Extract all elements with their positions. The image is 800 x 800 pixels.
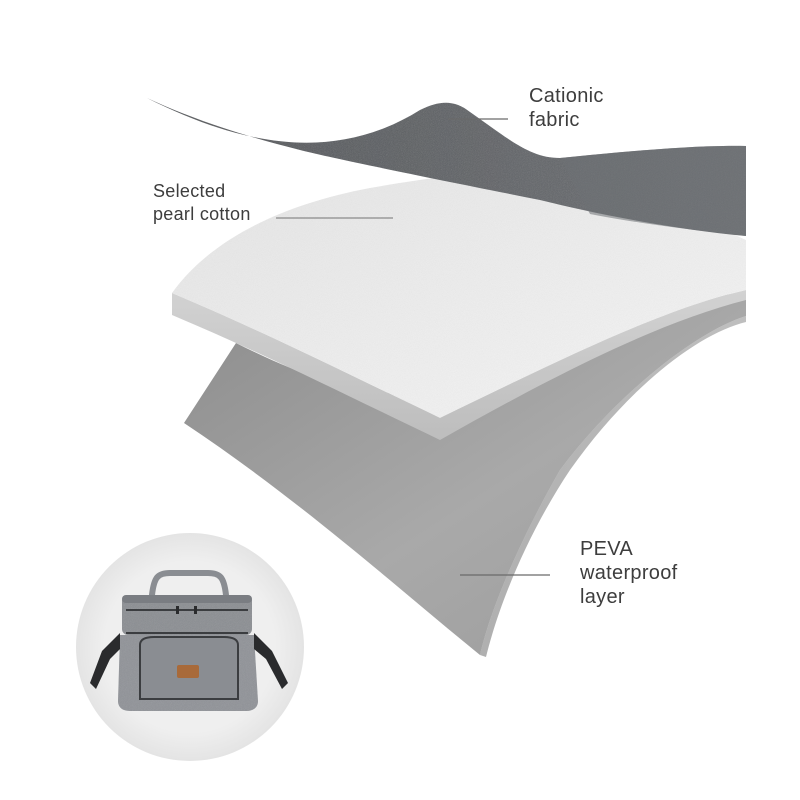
label-line: Cationic	[529, 85, 604, 107]
pearl-cotton-label: Selected pearl cotton	[153, 180, 251, 226]
pearl-cotton-layer	[172, 170, 746, 440]
label-line: fabric	[529, 109, 580, 131]
brand-tag	[177, 665, 199, 678]
label-line: layer	[580, 586, 625, 608]
cooler-bag-image	[90, 570, 288, 711]
product-thumbnail	[76, 533, 304, 761]
label-line: PEVA	[580, 538, 634, 560]
label-line: waterproof	[580, 562, 678, 584]
label-line: pearl cotton	[153, 204, 251, 224]
peva-layer-label: PEVA waterproof layer	[580, 537, 678, 609]
cationic-fabric-layer	[147, 98, 746, 236]
cationic-fabric-label: Cationic fabric	[529, 84, 604, 132]
label-line: Selected	[153, 181, 226, 201]
